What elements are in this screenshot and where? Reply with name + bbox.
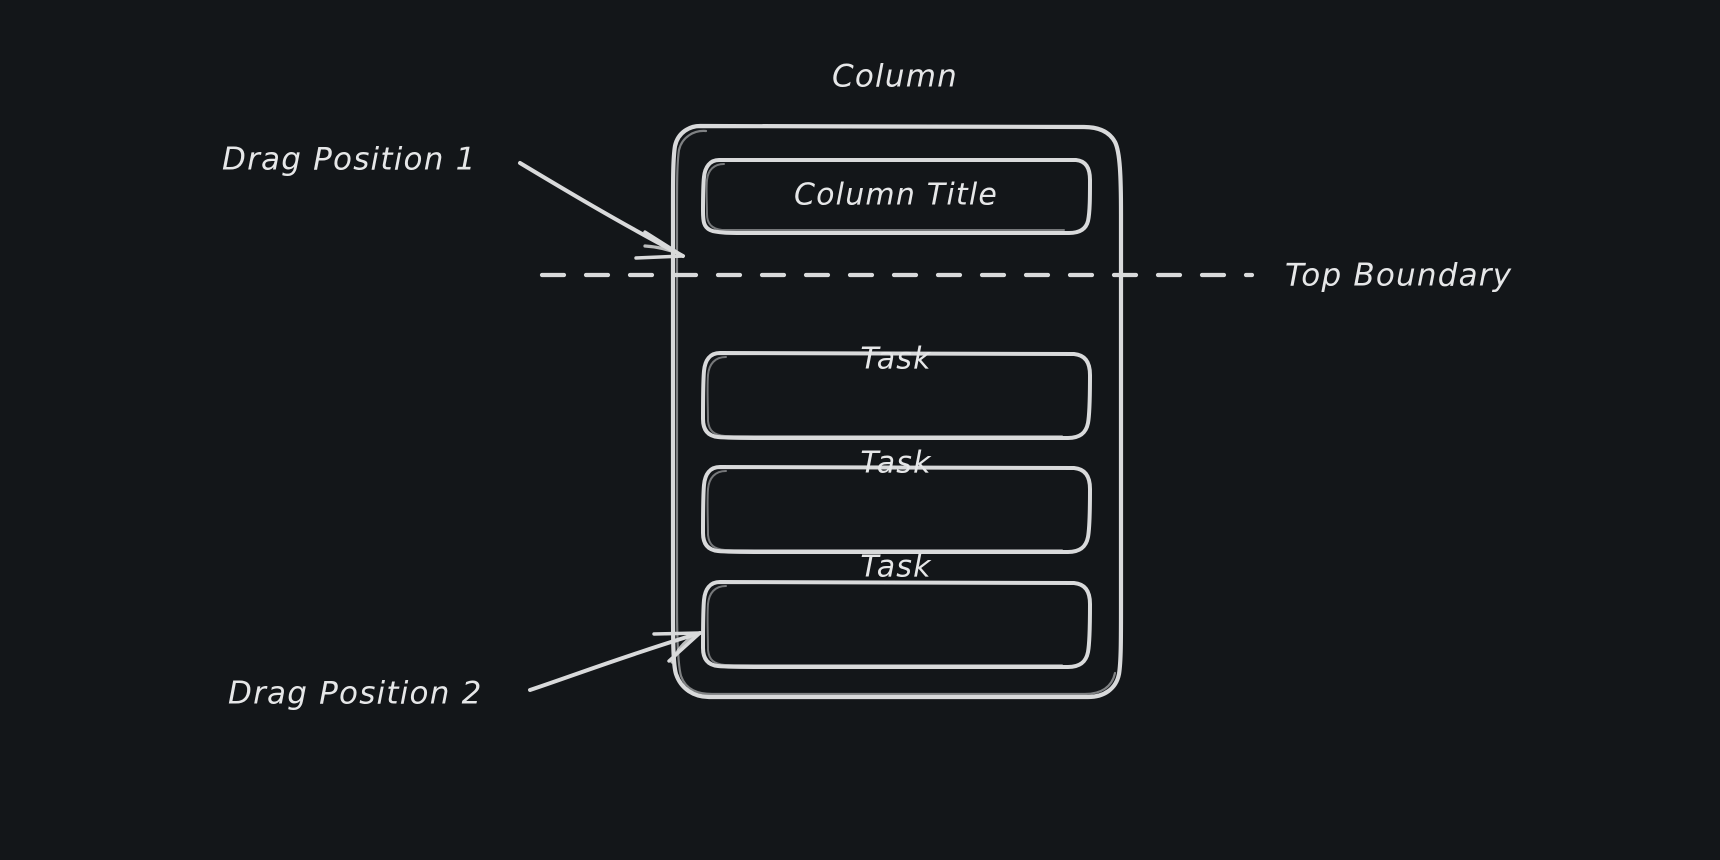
column-title-box[interactable]	[701, 158, 1092, 235]
drag-position-1-label: Drag Position 1	[222, 142, 477, 178]
task-label-3: Task	[860, 550, 932, 585]
column-title-text: Column Title	[794, 178, 998, 213]
drag-position-2-arrow	[528, 631, 702, 692]
task-box-2[interactable]	[701, 465, 1092, 554]
task-box-1[interactable]	[701, 351, 1092, 440]
drag-position-1-arrow	[518, 161, 685, 260]
task-label-1: Task	[860, 342, 932, 377]
task-label-2: Task	[860, 446, 932, 481]
column-caption: Column	[832, 59, 958, 95]
task-box-3[interactable]	[701, 580, 1092, 669]
top-boundary-label: Top Boundary	[1285, 258, 1512, 294]
drag-position-2-label: Drag Position 2	[228, 676, 483, 712]
